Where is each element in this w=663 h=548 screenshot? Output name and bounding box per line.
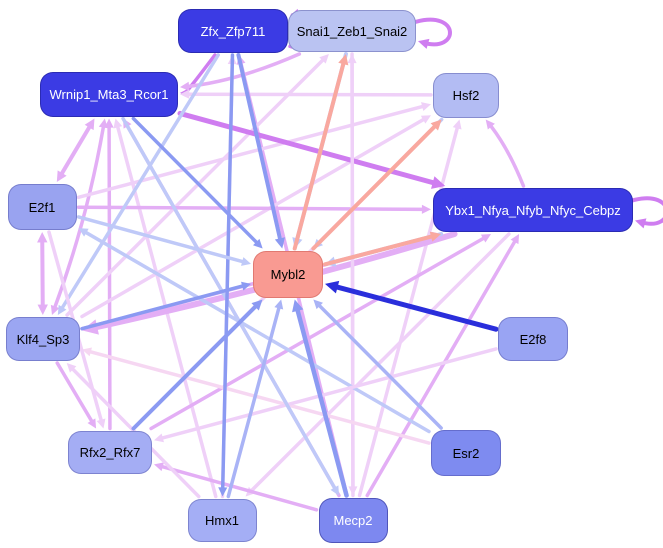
- node-label: Wrnip1_Mta3_Rcor1: [49, 86, 169, 102]
- node-rfx2[interactable]: Rfx2_Rfx7: [68, 430, 152, 474]
- edge-esr2-klf4: [82, 347, 431, 445]
- edge-e2f1-ybx1: [76, 204, 431, 214]
- edge-klf4-rfx2: [55, 361, 97, 429]
- node-label: Esr2: [452, 445, 480, 461]
- node-label: Zfx_Zfp711: [200, 23, 266, 39]
- edge-mecp2-rfx2: [154, 462, 319, 512]
- edge-e2f8-mybl2: [325, 280, 499, 332]
- node-label: Rfx2_Rfx7: [79, 444, 141, 460]
- node-zfx[interactable]: Zfx_Zfp711: [178, 9, 288, 53]
- edge-klf4-hsf2: [80, 115, 431, 319]
- edge-snai1-wrnip1: [180, 52, 302, 91]
- edge-snai1-snai1: [414, 17, 452, 49]
- edge-e2f1-mybl2: [76, 215, 251, 266]
- node-wrnip1[interactable]: Wrnip1_Mta3_Rcor1: [40, 71, 178, 117]
- node-klf4[interactable]: Klf4_Sp3: [6, 317, 80, 361]
- node-ybx1[interactable]: Ybx1_Nfya_Nfyb_Nfyc_Cebpz: [433, 188, 633, 232]
- node-label: Ybx1_Nfya_Nfyb_Nfyc_Cebpz: [445, 202, 621, 218]
- edge-ybx1-ybx1: [631, 196, 663, 229]
- edge-mecp2-mybl2: [292, 299, 349, 498]
- node-hsf2[interactable]: Hsf2: [433, 72, 499, 118]
- edge-hmx1-mybl2: [226, 299, 284, 499]
- edge-rfx2-wrnip1: [104, 118, 114, 431]
- edge-klf4-snai1: [65, 54, 329, 317]
- node-label: E2f1: [28, 199, 56, 215]
- edge-zfx-mybl2: [236, 53, 286, 249]
- edge-wrnip1-mybl2: [131, 116, 263, 249]
- edge-e2f1-klf4: [37, 232, 48, 315]
- node-mybl2[interactable]: Mybl2: [253, 250, 323, 298]
- edge-esr2-mybl2: [313, 299, 443, 430]
- node-label: Hsf2: [452, 87, 480, 103]
- edge-mecp2-ybx1: [365, 234, 520, 498]
- edge-rfx2-mybl2: [131, 299, 263, 431]
- node-snai1[interactable]: Snai1_Zeb1_Snai2: [288, 10, 416, 52]
- edge-ybx1-hsf2: [485, 119, 526, 188]
- node-e2f1[interactable]: E2f1: [7, 184, 77, 230]
- edge-e2f8-rfx2: [154, 347, 498, 443]
- edge-zfx-klf4: [57, 53, 220, 315]
- edge-wrnip1-e2f1: [56, 118, 95, 182]
- node-esr2[interactable]: Esr2: [431, 430, 501, 476]
- node-label: Klf4_Sp3: [16, 331, 70, 347]
- node-mecp2[interactable]: Mecp2: [318, 497, 388, 543]
- node-label: E2f8: [519, 331, 547, 347]
- edge-esr2-e2f1: [78, 228, 431, 434]
- edge-rfx2-ybx1: [149, 234, 492, 431]
- node-e2f8[interactable]: E2f8: [498, 317, 568, 361]
- edge-mybl2-snai1: [292, 54, 349, 251]
- edge-mybl2-hsf2: [311, 119, 442, 251]
- node-label: Mybl2: [270, 266, 306, 282]
- node-label: Mecp2: [333, 512, 373, 528]
- node-label: Snai1_Zeb1_Snai2: [296, 23, 408, 39]
- edge-hsf2-wrnip1: [180, 89, 433, 99]
- edge-klf4-mybl2: [80, 281, 251, 331]
- node-label: Hmx1: [205, 512, 239, 528]
- edge-zfx-hmx1: [218, 53, 235, 497]
- node-hmx1[interactable]: Hmx1: [187, 498, 257, 542]
- edge-mybl2-ybx1: [323, 231, 442, 267]
- edge-e2f1-hsf2: [76, 102, 431, 200]
- edge-wrnip1-ybx1: [177, 110, 446, 189]
- edge-snai1-mecp2: [348, 52, 358, 496]
- edge-wrnip1-mecp2: [121, 116, 339, 496]
